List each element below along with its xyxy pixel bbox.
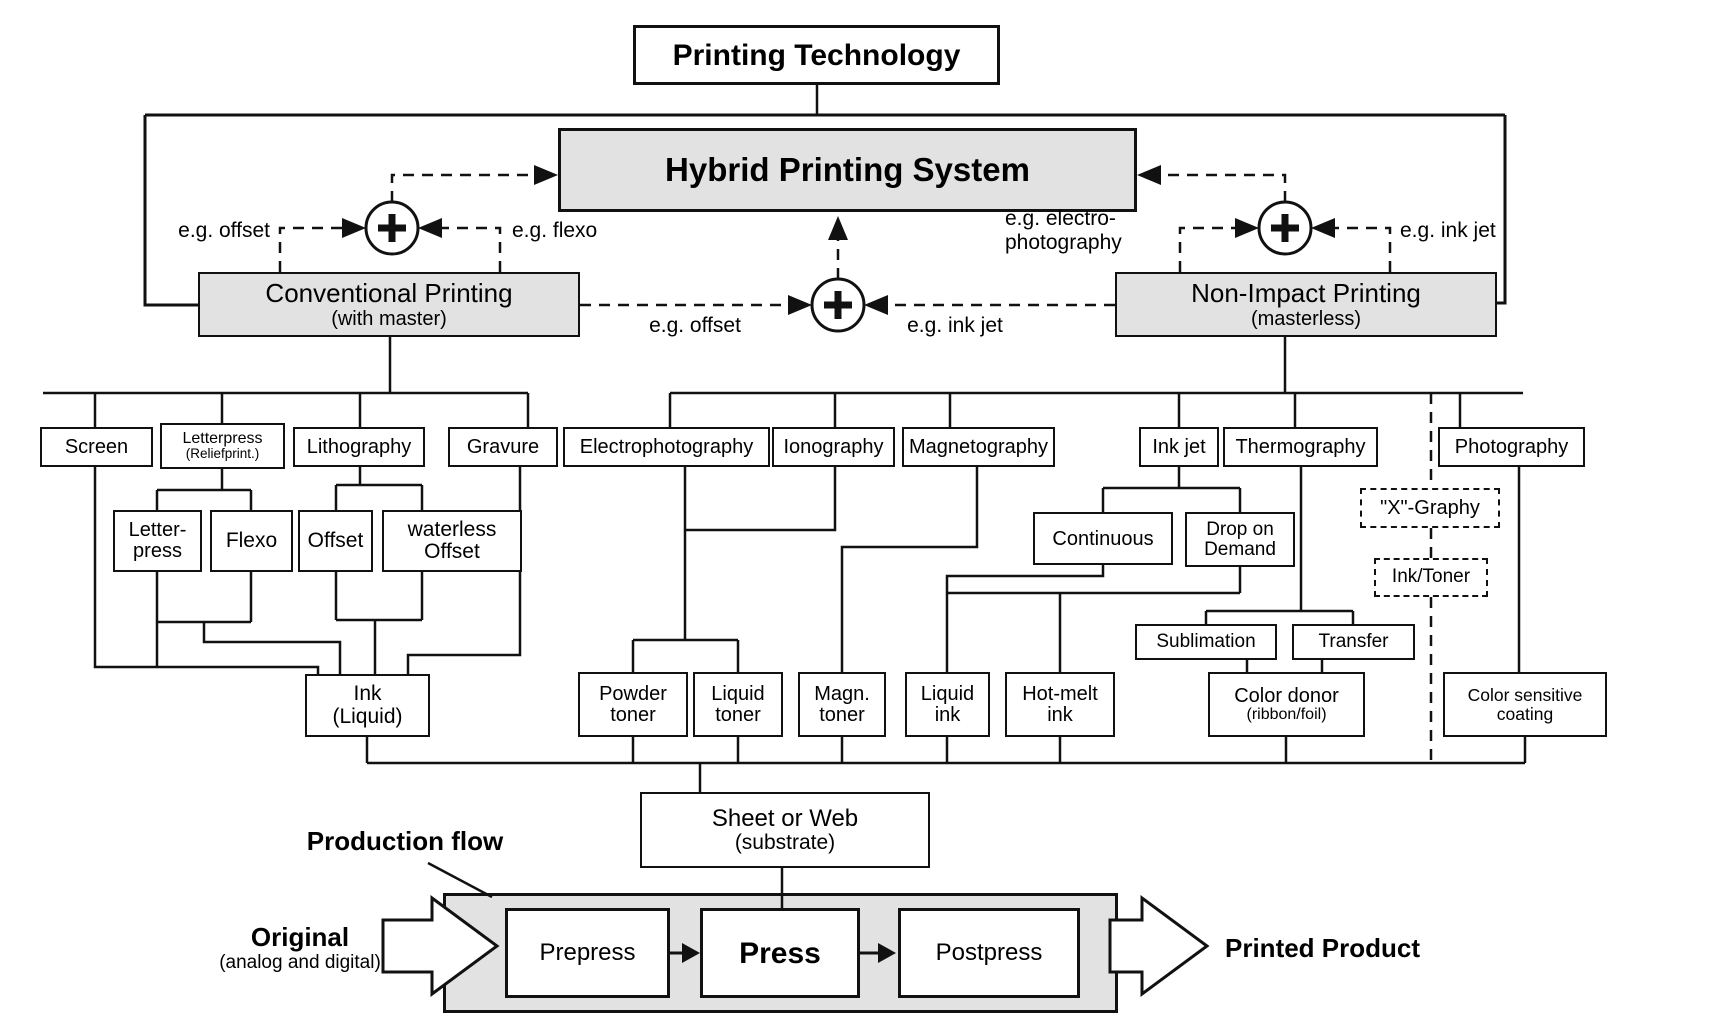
subprocess-offset-box: Offset: [298, 510, 373, 572]
stage-prepress-box: Prepress: [505, 908, 670, 998]
process-photography-box: Photography: [1438, 427, 1585, 467]
arrow-into-center-plus-icon: [864, 295, 888, 315]
example-label-ink-jet-right: e.g. ink jet: [1400, 219, 1496, 242]
process-ionography-box: Ionography: [772, 427, 895, 467]
process-screen-box: Screen: [40, 427, 153, 467]
consumable-color-donor-box: Color donor (ribbon/foil): [1208, 672, 1365, 737]
arrow-into-hybrid-left-icon: [534, 165, 558, 185]
printed-product-label: Printed Product: [1225, 933, 1421, 963]
arrow-into-hybrid-bottom-icon: [828, 216, 848, 240]
plus-combiner-icon: [364, 200, 420, 256]
original-label: Original: [250, 922, 350, 952]
subprocess-continuous-box: Continuous: [1033, 512, 1173, 565]
subprocess-transfer-box: Transfer: [1292, 624, 1415, 660]
arrow-into-center-plus-icon: [788, 295, 812, 315]
example-label-offset-left: e.g. offset: [178, 219, 270, 242]
process-gravure-box: Gravure: [448, 427, 558, 467]
process-ink-jet-box: Ink jet: [1139, 427, 1219, 467]
arrow-into-left-plus-icon: [342, 218, 366, 238]
process-electrophotography-box: Electrophotography: [563, 427, 770, 467]
arrow-into-left-plus-icon: [418, 218, 442, 238]
arrow-into-right-plus-icon: [1235, 218, 1259, 238]
plus-combiner-icon: [1257, 200, 1313, 256]
arrow-into-right-plus-icon: [1311, 218, 1335, 238]
consumable-liquid-toner-box: Liquid toner: [693, 672, 783, 737]
subprocess-drop-on-demand-box: Drop on Demand: [1185, 512, 1295, 567]
process-magnetography-box: Magnetography: [902, 427, 1055, 467]
stage-press-box: Press: [700, 908, 860, 998]
subprocess-flexo-box: Flexo: [210, 510, 293, 572]
stage-postpress-box: Postpress: [898, 908, 1080, 998]
consumable-liquid-ink-box: Liquid ink: [905, 672, 990, 737]
printed-product-output-arrow-icon: [1108, 895, 1210, 997]
production-flow-label: Production flow: [306, 826, 504, 856]
process-letterpress-box: Letterpress (Reliefprint.): [160, 423, 285, 469]
subprocess-x-graphy-box: "X"-Graphy: [1360, 488, 1500, 528]
consumable-color-sensitive-coating-box: Color sensitive coating: [1443, 672, 1607, 737]
original-qualifier-label: (analog and digital): [219, 952, 381, 973]
non-impact-printing-box: Non-Impact Printing (masterless): [1115, 272, 1497, 337]
diagram-title: Printing Technology: [672, 38, 961, 72]
subprocess-ink-toner-box: Ink/Toner: [1374, 558, 1488, 597]
process-thermography-box: Thermography: [1223, 427, 1378, 467]
process-lithography-box: Lithography: [293, 427, 425, 467]
conventional-printing-box: Conventional Printing (with master): [198, 272, 580, 337]
arrow-into-hybrid-right-icon: [1137, 165, 1161, 185]
example-label-offset-center: e.g. offset: [649, 314, 741, 337]
plus-combiner-icon: [810, 277, 866, 333]
subprocess-sublimation-box: Sublimation: [1135, 624, 1277, 660]
subprocess-waterless-offset-box: waterless Offset: [382, 510, 522, 572]
consumable-magn-toner-box: Magn. toner: [798, 672, 886, 737]
hybrid-printing-system-box: Hybrid Printing System: [558, 128, 1137, 212]
consumable-ink-liquid-box: Ink (Liquid): [305, 674, 430, 737]
example-label-flexo: e.g. flexo: [512, 219, 598, 242]
title-box: Printing Technology: [633, 25, 1000, 85]
consumable-hot-melt-ink-box: Hot-melt ink: [1005, 672, 1115, 737]
example-label-electrophotography: e.g. electro- photography: [1005, 207, 1122, 255]
substrate-box: Sheet or Web (substrate): [640, 792, 930, 868]
example-label-ink-jet-center: e.g. ink jet: [907, 314, 1003, 337]
subprocess-letterpress-box: Letter- press: [113, 510, 202, 572]
consumable-powder-toner-box: Powder toner: [578, 672, 688, 737]
production-flow-pointer-line: [427, 861, 493, 899]
